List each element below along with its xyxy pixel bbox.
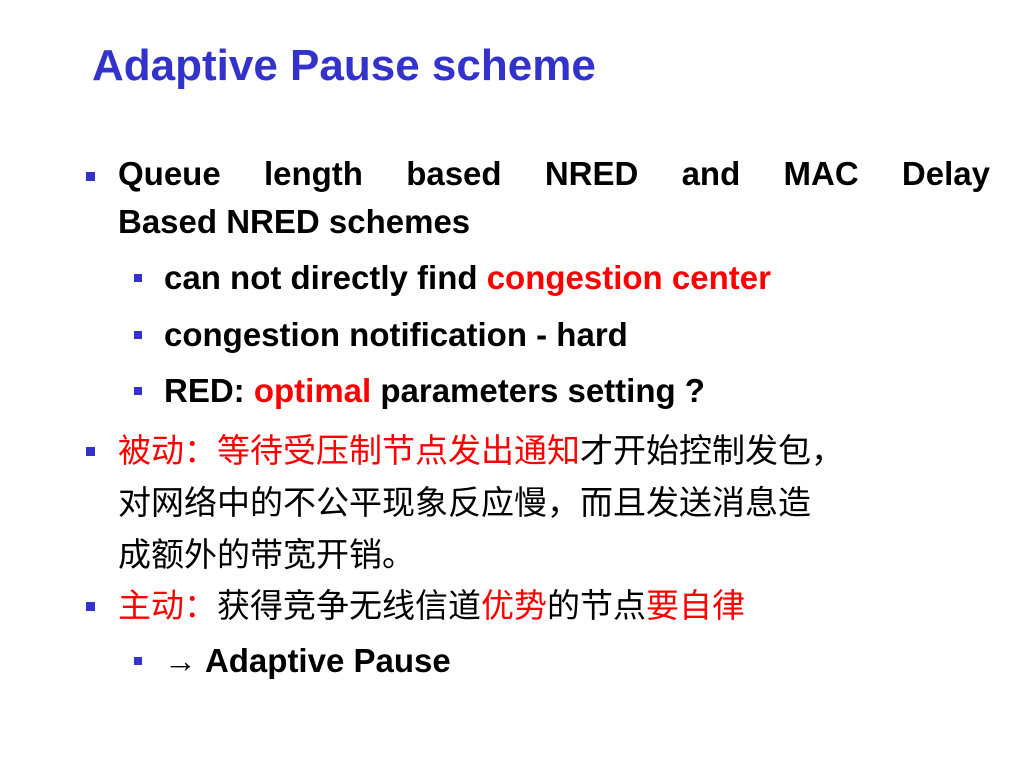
bullet-2-text: 被动：等待受压制节点发出通知才开始控制发包， 对网络中的不公平现象反应慢，而且发… [118, 425, 998, 581]
bullet-3-red-3: 要自律 [646, 586, 745, 625]
word: NRED [544, 155, 639, 192]
bullet-2-line-3: 成额外的带宽开销。 [118, 535, 415, 574]
word: and [681, 155, 741, 192]
word: Queue [118, 155, 221, 192]
sub-bullet-3-text: RED: optimal parameters setting ? [164, 367, 705, 415]
bullet-3-black-1: 获得竞争无线信道 [217, 586, 481, 625]
bullet-2-line-2: 对网络中的不公平现象反应慢，而且发送消息造 [118, 483, 811, 522]
sub-bullet-1-highlight: congestion center [486, 259, 771, 296]
sub-bullet-4-text: → Adaptive Pause [164, 637, 451, 685]
sub-bullet-3-prefix: RED: [164, 372, 254, 409]
bullet-3-red-2: 优势 [481, 586, 547, 625]
bullet-1-text: Queue length based NRED and MAC Delay Ba… [118, 150, 990, 246]
arrow-right-icon: → [164, 642, 197, 679]
word: MAC [783, 155, 859, 192]
word: length [263, 155, 363, 192]
sub-bullet-4-label: Adaptive Pause [197, 642, 451, 679]
bullet-2-red-part: 被动：等待受压制节点发出通知 [118, 431, 580, 470]
bullet-1-line-2: Based NRED schemes [118, 203, 471, 240]
sub-bullet-3-suffix: parameters setting ? [371, 372, 705, 409]
bullet-square-icon [86, 602, 95, 611]
sub-bullet-3-highlight: optimal [253, 372, 372, 409]
bullet-square-icon [86, 447, 95, 456]
slide-title: Adaptive Pause scheme [92, 41, 596, 90]
bullet-1-line-1: Queue length based NRED and MAC Delay [118, 150, 990, 198]
sub-bullet-square-icon [134, 387, 142, 395]
sub-bullet-square-icon [134, 331, 142, 339]
sub-bullet-2-text: congestion notification - hard [164, 311, 628, 359]
sub-bullet-1-text: can not directly find congestion center [164, 254, 771, 302]
bullet-square-icon [86, 172, 95, 181]
sub-bullet-square-icon [134, 657, 142, 665]
bullet-3-black-2: 的节点 [547, 586, 646, 625]
bullet-2-line-1-rest: 才开始控制发包， [580, 431, 844, 470]
word: Delay [901, 155, 990, 192]
bullet-3-red-1: 主动： [118, 586, 217, 625]
bullet-3-text: 主动：获得竞争无线信道优势的节点要自律 [118, 580, 998, 632]
sub-bullet-1-plain: can not directly find [164, 259, 487, 296]
sub-bullet-2-plain: congestion notification - hard [164, 316, 628, 353]
sub-bullet-square-icon [134, 274, 142, 282]
bullet-2-line-1: 被动：等待受压制节点发出通知才开始控制发包， [118, 425, 998, 477]
word: based [406, 155, 502, 192]
